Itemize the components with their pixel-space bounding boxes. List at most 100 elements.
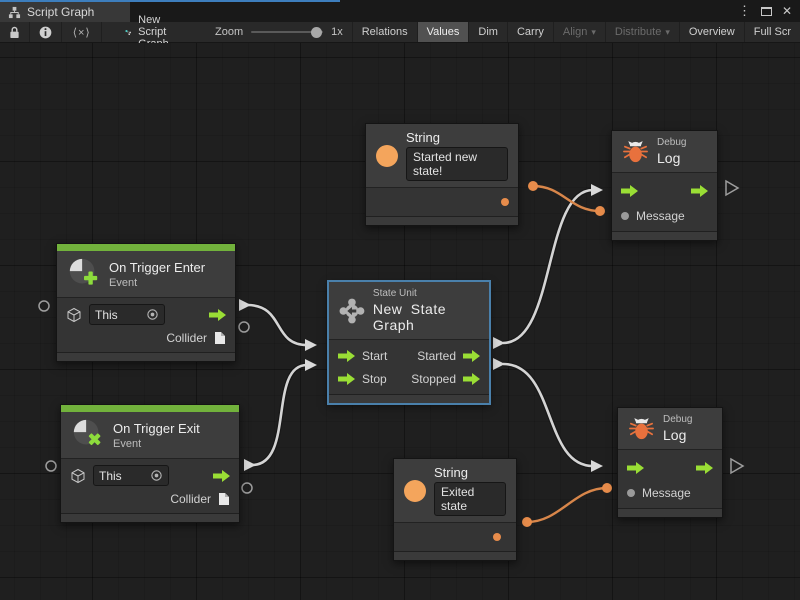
- wire-stopped-to-log: [502, 362, 594, 468]
- toolbar-toggle-group: Relations Values Dim Carry Align ▾ Distr…: [351, 22, 800, 42]
- value-wires: [526, 184, 608, 524]
- message-input-port[interactable]: [621, 211, 629, 220]
- tab-bar: Script Graph ⋮ ✕: [0, 0, 800, 22]
- message-port-label: Message: [636, 208, 685, 223]
- node-footer: [61, 513, 239, 522]
- zoom-slider[interactable]: [251, 26, 324, 38]
- stopped-port-label: Stopped: [411, 371, 456, 386]
- stop-input-port[interactable]: [338, 372, 355, 385]
- object-picker-icon[interactable]: [146, 308, 159, 321]
- on-trigger-enter-node[interactable]: On Trigger Enter Event This: [56, 243, 236, 362]
- inspect-button[interactable]: [30, 22, 62, 42]
- node-footer: [612, 231, 717, 240]
- string-value-input[interactable]: Exited state: [434, 482, 506, 516]
- node-footer: [366, 216, 518, 225]
- wire-string-to-message-bottom: [526, 486, 608, 524]
- graph-toolbar: ⟨×⟩ New Script Graph Zoom 1x Relations V…: [0, 14, 800, 50]
- relations-toggle[interactable]: Relations: [351, 22, 417, 42]
- node-footer: [57, 352, 235, 361]
- node-title: String: [406, 130, 440, 145]
- maximize-icon[interactable]: [760, 6, 772, 16]
- overview-button[interactable]: Overview: [678, 22, 744, 42]
- distribute-dropdown[interactable]: Distribute ▾: [604, 22, 679, 42]
- trigger-exit-icon: [73, 419, 101, 446]
- collider-port-label: Collider: [170, 491, 211, 506]
- bug-icon: [629, 418, 654, 440]
- node-header: State Unit New State Graph: [329, 282, 489, 340]
- target-object-field[interactable]: This: [93, 465, 169, 486]
- string-node-started[interactable]: String Started new state!: [365, 123, 519, 226]
- debug-log-node-bottom[interactable]: Debug Log Message: [617, 407, 723, 518]
- chevron-down-icon: ▾: [665, 26, 670, 37]
- node-category: Debug: [663, 414, 693, 425]
- message-port-label: Message: [642, 485, 691, 500]
- debug-log-node-top[interactable]: Debug Log Message: [611, 130, 718, 241]
- node-footer: [618, 508, 722, 517]
- node-category: Debug: [657, 137, 687, 148]
- started-output-port[interactable]: [463, 349, 480, 362]
- node-header: On Trigger Exit Event: [61, 412, 239, 459]
- script-graph-icon: [125, 29, 132, 35]
- stopped-output-port[interactable]: [463, 372, 480, 385]
- wire-exit-to-stop: [251, 363, 308, 467]
- string-value-input[interactable]: Started new state!: [406, 147, 508, 181]
- lock-button[interactable]: [0, 22, 30, 42]
- trigger-enter-icon: [69, 258, 98, 285]
- target-object-field[interactable]: This: [89, 304, 165, 325]
- tab-title: Script Graph: [27, 5, 95, 19]
- string-output-port[interactable]: [501, 198, 509, 206]
- flow-output-port[interactable]: [209, 308, 226, 321]
- flow-output-port[interactable]: [696, 461, 713, 474]
- dim-toggle[interactable]: Dim: [468, 22, 507, 42]
- state-unit-node[interactable]: State Unit New State Graph Start Started: [328, 281, 490, 404]
- wire-enter-to-start: [246, 303, 308, 347]
- node-title: String: [434, 465, 468, 480]
- zoom-slider-handle[interactable]: [311, 26, 323, 38]
- object-picker-icon[interactable]: [150, 469, 163, 482]
- node-title: Log: [657, 150, 681, 166]
- breadcrumb-root-button[interactable]: ⟨×⟩: [62, 22, 103, 42]
- chevron-down-icon: ▾: [591, 26, 596, 37]
- carry-toggle[interactable]: Carry: [506, 22, 553, 42]
- node-category: State Unit: [372, 288, 417, 299]
- node-header: On Trigger Enter Event: [57, 251, 235, 298]
- target-object-value: This: [95, 307, 118, 322]
- window-menu-icon[interactable]: ⋮: [737, 3, 751, 18]
- align-dropdown[interactable]: Align ▾: [552, 22, 605, 42]
- message-input-port[interactable]: [627, 488, 635, 497]
- node-title: On Trigger Exit: [113, 420, 200, 436]
- fullscreen-button[interactable]: Full Scr: [743, 22, 800, 42]
- node-header: String Exited state: [394, 459, 516, 523]
- node-subtitle: Event: [113, 437, 142, 450]
- stop-port-label: Stop: [362, 371, 387, 386]
- breadcrumb-graph-name[interactable]: New Script Graph: [116, 14, 186, 50]
- start-input-port[interactable]: [338, 349, 355, 362]
- node-subtitle: Event: [109, 276, 138, 289]
- started-port-label: Started: [417, 348, 456, 363]
- string-type-icon: [404, 479, 426, 502]
- collider-doc-icon: [215, 331, 225, 344]
- node-footer: [394, 551, 516, 560]
- event-accent-bar: [61, 405, 239, 412]
- lock-icon: [10, 26, 19, 38]
- close-icon[interactable]: ✕: [781, 4, 792, 18]
- node-title: New State Graph: [372, 301, 446, 333]
- string-type-icon: [376, 144, 398, 167]
- bug-icon: [623, 141, 648, 163]
- graph-canvas[interactable]: String Started new state!: [0, 43, 800, 600]
- flow-output-port[interactable]: [213, 469, 230, 482]
- string-output-port[interactable]: [493, 533, 501, 541]
- flow-output-port[interactable]: [691, 184, 708, 197]
- flow-input-port[interactable]: [621, 184, 638, 197]
- start-port-label: Start: [362, 348, 388, 363]
- wire-string-to-message-top: [532, 184, 601, 213]
- zoom-label: Zoom: [214, 26, 244, 38]
- target-object-value: This: [99, 468, 122, 483]
- on-trigger-exit-node[interactable]: On Trigger Exit Event This: [60, 404, 240, 523]
- values-toggle[interactable]: Values: [416, 22, 469, 42]
- string-node-exited[interactable]: String Exited state: [393, 458, 517, 561]
- value-wire-endpoints[interactable]: [522, 181, 612, 527]
- flow-input-port[interactable]: [627, 461, 644, 474]
- tab-script-graph[interactable]: Script Graph: [0, 2, 130, 22]
